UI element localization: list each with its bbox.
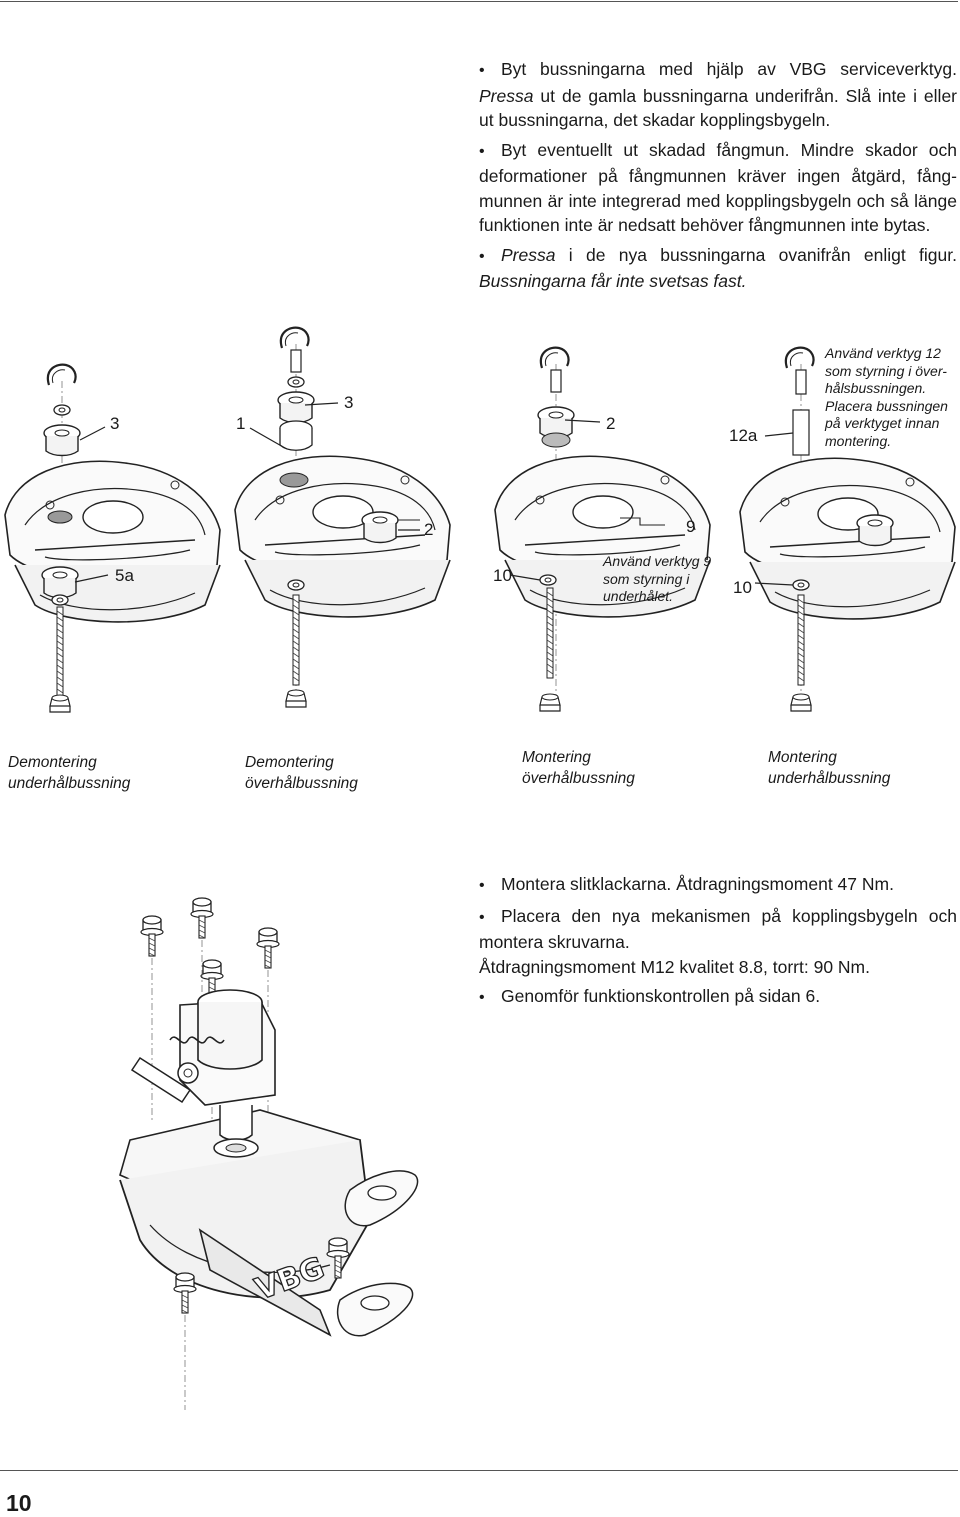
- instruction-item: •Byt bussningarna med hjälp av VBG servi…: [479, 59, 957, 130]
- callout-9: 9: [686, 517, 696, 536]
- top-instruction-list: •Byt bussningarna med hjälp av VBG servi…: [479, 57, 957, 299]
- instruction-item: •Byt eventuellt ut skadad fångmun. Mindr…: [479, 139, 957, 236]
- bullet-icon: •: [479, 247, 485, 265]
- tool-12-note: Använd verktyg 12 som styrning i över-hå…: [825, 345, 948, 449]
- instruction-item: •Pressa i de nya bussningarna ovanifrån …: [479, 244, 957, 292]
- instruction-item: •Genomför funktionskontrollen på sidan 6…: [479, 984, 957, 1011]
- bullet-icon: •: [479, 142, 485, 160]
- callout-1: 1: [236, 414, 246, 433]
- callout-3: 3: [110, 414, 120, 433]
- callout-3: 3: [344, 393, 354, 412]
- figure-remove-lower-bushing: [4, 363, 221, 713]
- figure-install-upper-bushing: [494, 346, 711, 712]
- callout-2: 2: [424, 520, 434, 539]
- callout-12a: 12a: [729, 426, 758, 445]
- bullet-icon: •: [479, 877, 485, 894]
- page-number: 10: [6, 1490, 32, 1516]
- tool-9-note: Använd verktyg 9 som styrning i underhål…: [603, 553, 712, 604]
- bullet-icon: •: [479, 62, 485, 79]
- removed-bushing-part: [361, 511, 399, 544]
- callout-10: 10: [493, 566, 512, 585]
- bullet-icon: •: [479, 908, 485, 926]
- bottom-rule: [0, 1470, 958, 1471]
- bottom-instruction-list: •Montera slitklackarna. Åtdragningsmomen…: [479, 872, 957, 1016]
- callout-2: 2: [606, 414, 616, 433]
- callout-10: 10: [733, 578, 752, 597]
- callout-5a: 5a: [115, 566, 134, 585]
- instruction-item: •Placera den nya mekanismen på kopplings…: [479, 905, 957, 977]
- figure-install-lower-bushing: [739, 346, 956, 712]
- figure-mechanism-assembly: VBG: [119, 897, 419, 1410]
- top-rule: [0, 1, 958, 2]
- instruction-item: •Montera slitklackarna. Åtdragningsmomen…: [479, 872, 957, 899]
- bullet-icon: •: [479, 989, 485, 1006]
- figure-remove-upper-bushing: [234, 326, 451, 708]
